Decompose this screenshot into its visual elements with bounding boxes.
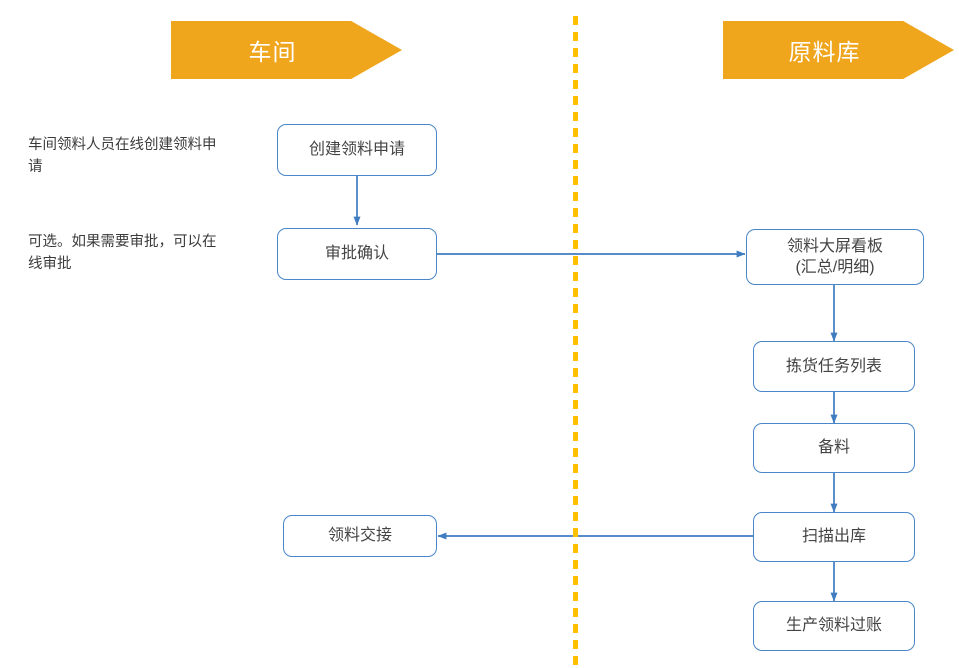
lane-banner-workshop: 车间 <box>171 21 402 79</box>
node-approval-confirm[interactable]: 审批确认 <box>277 228 437 280</box>
lane-divider-dashed <box>573 16 578 668</box>
node-dashboard[interactable]: 领料大屏看板 (汇总/明细) <box>746 229 924 285</box>
node-picking-task[interactable]: 拣货任务列表 <box>753 341 915 392</box>
note-create-request: 车间领料人员在线创建领料申请 <box>28 137 217 176</box>
lane-label-warehouse: 原料库 <box>788 39 861 65</box>
node-label-posting: 生产领料过账 <box>785 617 882 635</box>
node-create-request[interactable]: 创建领料申请 <box>277 124 437 176</box>
node-label-handover: 领料交接 <box>327 527 392 545</box>
node-label-scan-issue: 扫描出库 <box>801 528 866 546</box>
node-label-dashboard-line2: (汇总/明细) <box>795 259 875 276</box>
node-label-picking-task: 拣货任务列表 <box>785 357 882 375</box>
node-prepare[interactable]: 备料 <box>753 423 915 473</box>
node-scan-issue[interactable]: 扫描出库 <box>753 512 915 562</box>
node-label-dashboard-line1: 领料大屏看板 <box>786 237 883 255</box>
node-label-prepare: 备料 <box>817 439 850 457</box>
node-posting[interactable]: 生产领料过账 <box>753 601 915 651</box>
node-label-approval-confirm: 审批确认 <box>324 245 389 263</box>
lane-label-workshop: 车间 <box>248 39 297 65</box>
note-approval: 可选。如果需要审批，可以在线审批 <box>28 234 217 273</box>
lane-banner-warehouse: 原料库 <box>723 21 954 79</box>
node-handover[interactable]: 领料交接 <box>283 515 437 557</box>
node-label-create-request: 创建领料申请 <box>308 141 405 159</box>
